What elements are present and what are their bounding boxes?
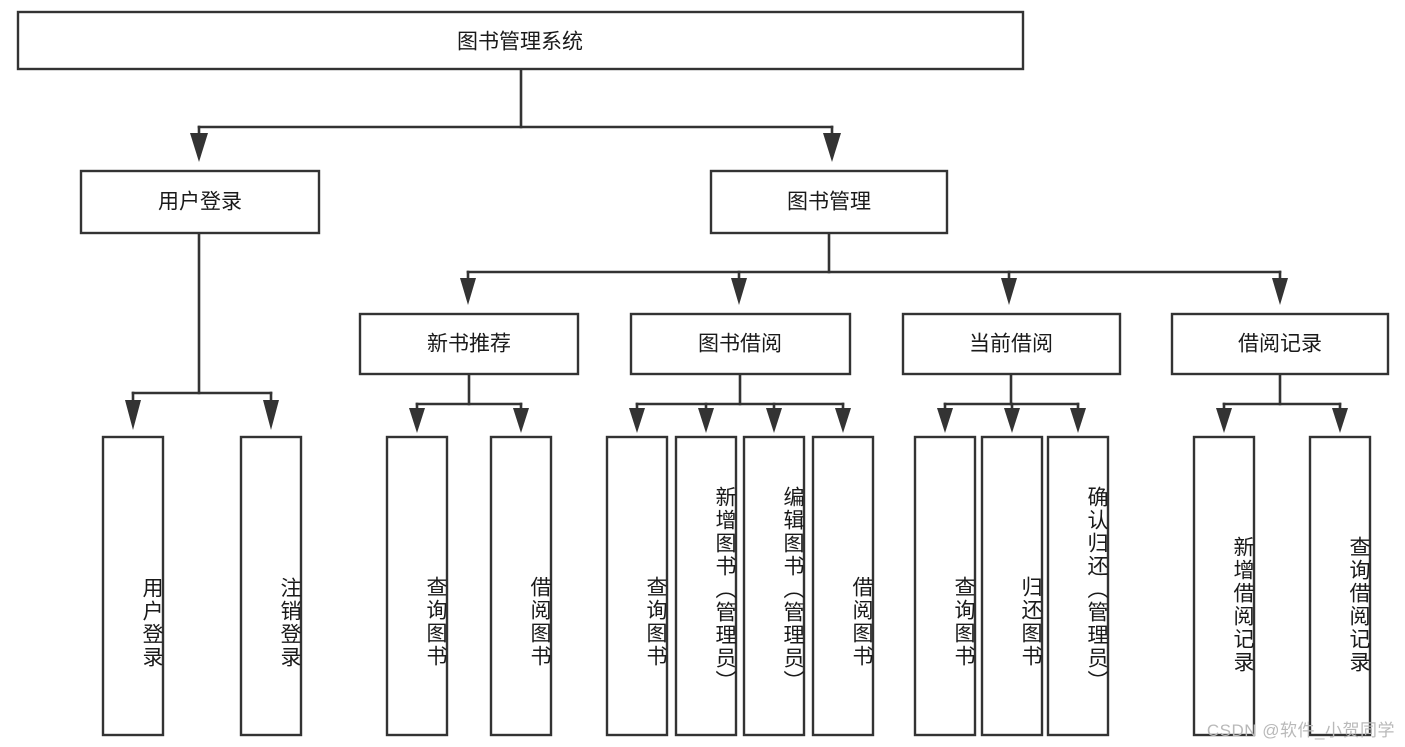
- connector-group-current-borrow: [937, 372, 1086, 433]
- arrow-head-leaf-confirm-return: [1070, 408, 1086, 433]
- connector-group-new-book-recommend: [409, 372, 529, 433]
- node-root-box[interactable]: [16, 10, 1025, 71]
- node-leaf-borrow-book-1-box[interactable]: [489, 435, 553, 737]
- node-leaf-add-book-box[interactable]: [674, 435, 738, 737]
- node-current-borrow-box[interactable]: [901, 312, 1122, 376]
- arrow-head-leaf-logout-login: [263, 400, 279, 430]
- node-leaf-add-record-box[interactable]: [1192, 435, 1256, 737]
- arrow-head-leaf-query-book-1: [409, 408, 425, 433]
- node-book-borrow[interactable]: 图书借阅: [629, 312, 852, 376]
- node-user-login-label: 用户登录: [158, 191, 242, 214]
- arrow-head-book-management: [823, 133, 841, 162]
- node-borrow-record-label: 借阅记录: [1238, 333, 1322, 356]
- csdn-watermark: CSDN @软件_小贺同学: [1206, 721, 1395, 740]
- node-leaf-borrow-book-2-box[interactable]: [811, 435, 875, 737]
- arrow-head-leaf-query-book-3: [937, 408, 953, 433]
- node-leaf-edit-book-box[interactable]: [742, 435, 806, 737]
- arrow-head-leaf-return-book: [1004, 408, 1020, 433]
- node-root-label: 图书管理系统: [457, 31, 583, 54]
- connector-group-book-borrow: [629, 372, 851, 433]
- node-book-borrow-box[interactable]: [629, 312, 852, 376]
- node-book-management-box[interactable]: [709, 169, 949, 235]
- arrow-head-current-borrow: [1001, 278, 1017, 305]
- node-user-login-box[interactable]: [79, 169, 321, 235]
- node-borrow-record[interactable]: 借阅记录: [1170, 312, 1390, 376]
- arrow-head-leaf-edit-book: [766, 408, 782, 433]
- arrow-head-borrow-record: [1272, 278, 1288, 305]
- connector-group-user-login: [125, 231, 279, 430]
- connector-group-borrow-record: [1216, 372, 1348, 433]
- node-new-book-recommend[interactable]: 新书推荐: [358, 312, 580, 376]
- connector-group-root: [190, 66, 841, 162]
- node-new-book-recommend-box[interactable]: [358, 312, 580, 376]
- arrow-head-user-login: [190, 133, 208, 162]
- node-new-book-recommend-label: 新书推荐: [427, 333, 511, 356]
- arrow-head-leaf-add-book: [698, 408, 714, 433]
- node-leaf-confirm-return-box[interactable]: [1046, 435, 1110, 737]
- node-leaf-query-book-3-box[interactable]: [913, 435, 977, 737]
- node-current-borrow-label: 当前借阅: [969, 333, 1053, 356]
- node-book-management[interactable]: 图书管理: [709, 169, 949, 235]
- node-leaf-return-book-box[interactable]: [980, 435, 1044, 737]
- node-user-login[interactable]: 用户登录: [79, 169, 321, 235]
- node-book-management-label: 图书管理: [787, 191, 871, 214]
- node-current-borrow[interactable]: 当前借阅: [901, 312, 1122, 376]
- arrow-head-new-book-recommend: [460, 278, 476, 305]
- arrow-head-leaf-borrow-book-2: [835, 408, 851, 433]
- arrow-head-leaf-query-record: [1332, 408, 1348, 433]
- connector-group-book-management: [460, 231, 1288, 305]
- node-leaf-logout-login-box[interactable]: [239, 435, 303, 737]
- leaf-boxes-group: [101, 435, 1372, 737]
- node-book-borrow-label: 图书借阅: [698, 333, 782, 356]
- node-leaf-user-login-box[interactable]: [101, 435, 165, 737]
- arrow-head-leaf-add-record: [1216, 408, 1232, 433]
- node-leaf-query-book-2-box[interactable]: [605, 435, 669, 737]
- arrow-head-leaf-borrow-book-1: [513, 408, 529, 433]
- node-root[interactable]: 图书管理系统: [16, 10, 1025, 71]
- node-leaf-query-book-1-box[interactable]: [385, 435, 449, 737]
- arrow-head-book-borrow: [731, 278, 747, 305]
- arrow-head-leaf-query-book-2: [629, 408, 645, 433]
- node-leaf-query-record-box[interactable]: [1308, 435, 1372, 737]
- arrow-head-leaf-user-login: [125, 400, 141, 430]
- node-borrow-record-box[interactable]: [1170, 312, 1390, 376]
